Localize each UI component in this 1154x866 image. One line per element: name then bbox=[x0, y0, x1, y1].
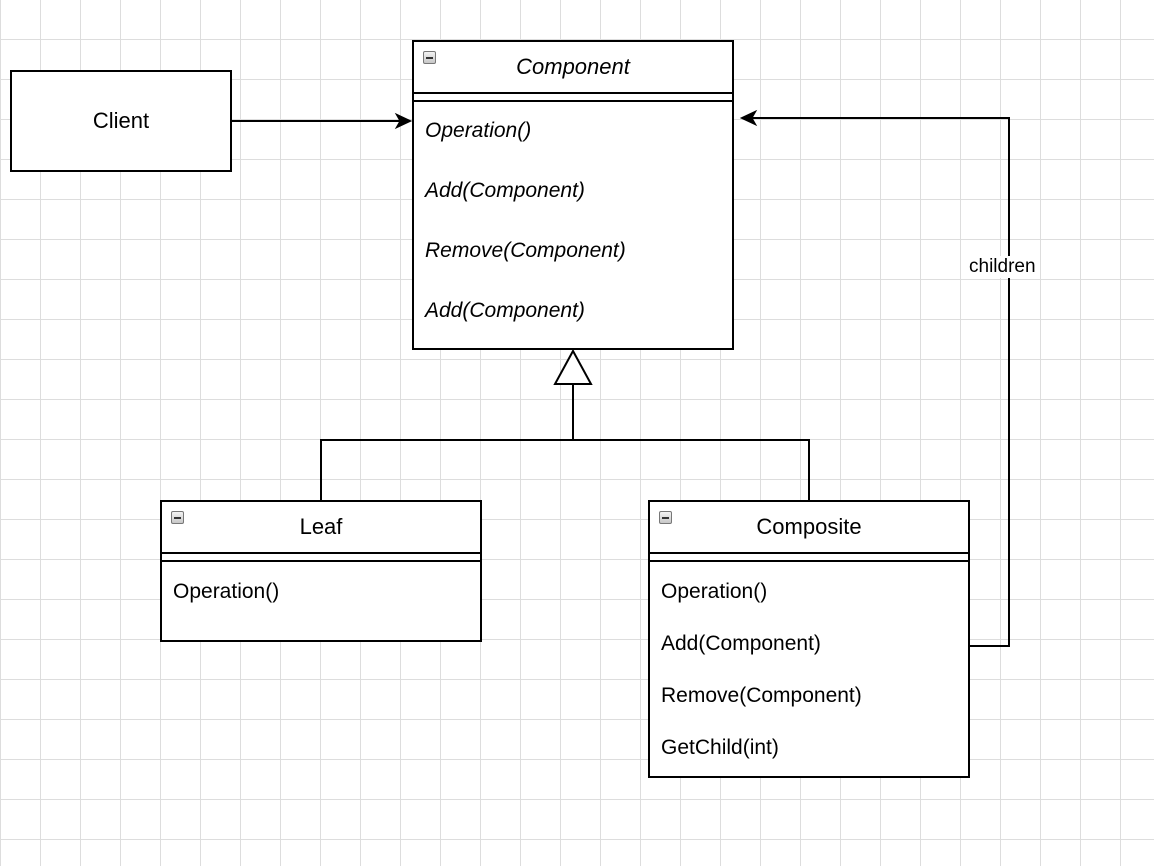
component-class-title: Component bbox=[516, 54, 630, 79]
composite-methods: Operation() Add(Component) Remove(Compon… bbox=[650, 578, 968, 762]
component-attributes-divider bbox=[414, 94, 732, 102]
component-method-add[interactable]: Add(Component) bbox=[425, 179, 585, 202]
composite-method-remove[interactable]: Remove(Component) bbox=[661, 684, 862, 707]
component-class-header: Component bbox=[414, 42, 732, 94]
collapse-icon[interactable] bbox=[171, 511, 184, 524]
leaf-class-header: Leaf bbox=[162, 502, 480, 554]
composite-method-operation[interactable]: Operation() bbox=[661, 580, 768, 603]
component-class[interactable]: Component Operation() Add(Component) Rem… bbox=[412, 40, 734, 350]
composite-method-getchild[interactable]: GetChild(int) bbox=[661, 736, 779, 759]
collapse-icon[interactable] bbox=[423, 51, 436, 64]
composite-method-add[interactable]: Add(Component) bbox=[661, 632, 821, 655]
component-method-operation[interactable]: Operation() bbox=[425, 119, 532, 142]
leaf-attributes-divider bbox=[162, 554, 480, 562]
composite-inheritance-edge[interactable] bbox=[573, 439, 810, 500]
component-method-remove[interactable]: Remove(Component) bbox=[425, 239, 626, 262]
children-edge-label[interactable]: children bbox=[967, 256, 1038, 278]
composite-class[interactable]: Composite Operation() Add(Component) Rem… bbox=[648, 500, 970, 778]
composite-class-title: Composite bbox=[756, 514, 862, 539]
composite-class-header: Composite bbox=[650, 502, 968, 554]
children-edge[interactable] bbox=[752, 117, 1010, 647]
component-methods: Operation() Add(Component) Remove(Compon… bbox=[414, 117, 732, 325]
client-box[interactable]: Client bbox=[10, 70, 232, 172]
client-to-component-arrowhead bbox=[394, 112, 413, 130]
children-arrowhead bbox=[739, 109, 758, 127]
client-label: Client bbox=[92, 108, 150, 133]
leaf-methods: Operation() bbox=[162, 578, 480, 606]
composite-attributes-divider bbox=[650, 554, 968, 562]
collapse-icon[interactable] bbox=[659, 511, 672, 524]
inheritance-triangle-arrowhead bbox=[553, 348, 593, 385]
component-method-add-2[interactable]: Add(Component) bbox=[425, 299, 585, 322]
leaf-class-title: Leaf bbox=[299, 514, 343, 539]
leaf-inheritance-edge[interactable] bbox=[320, 439, 573, 500]
leaf-class[interactable]: Leaf Operation() bbox=[160, 500, 482, 642]
leaf-method-operation[interactable]: Operation() bbox=[173, 580, 280, 603]
